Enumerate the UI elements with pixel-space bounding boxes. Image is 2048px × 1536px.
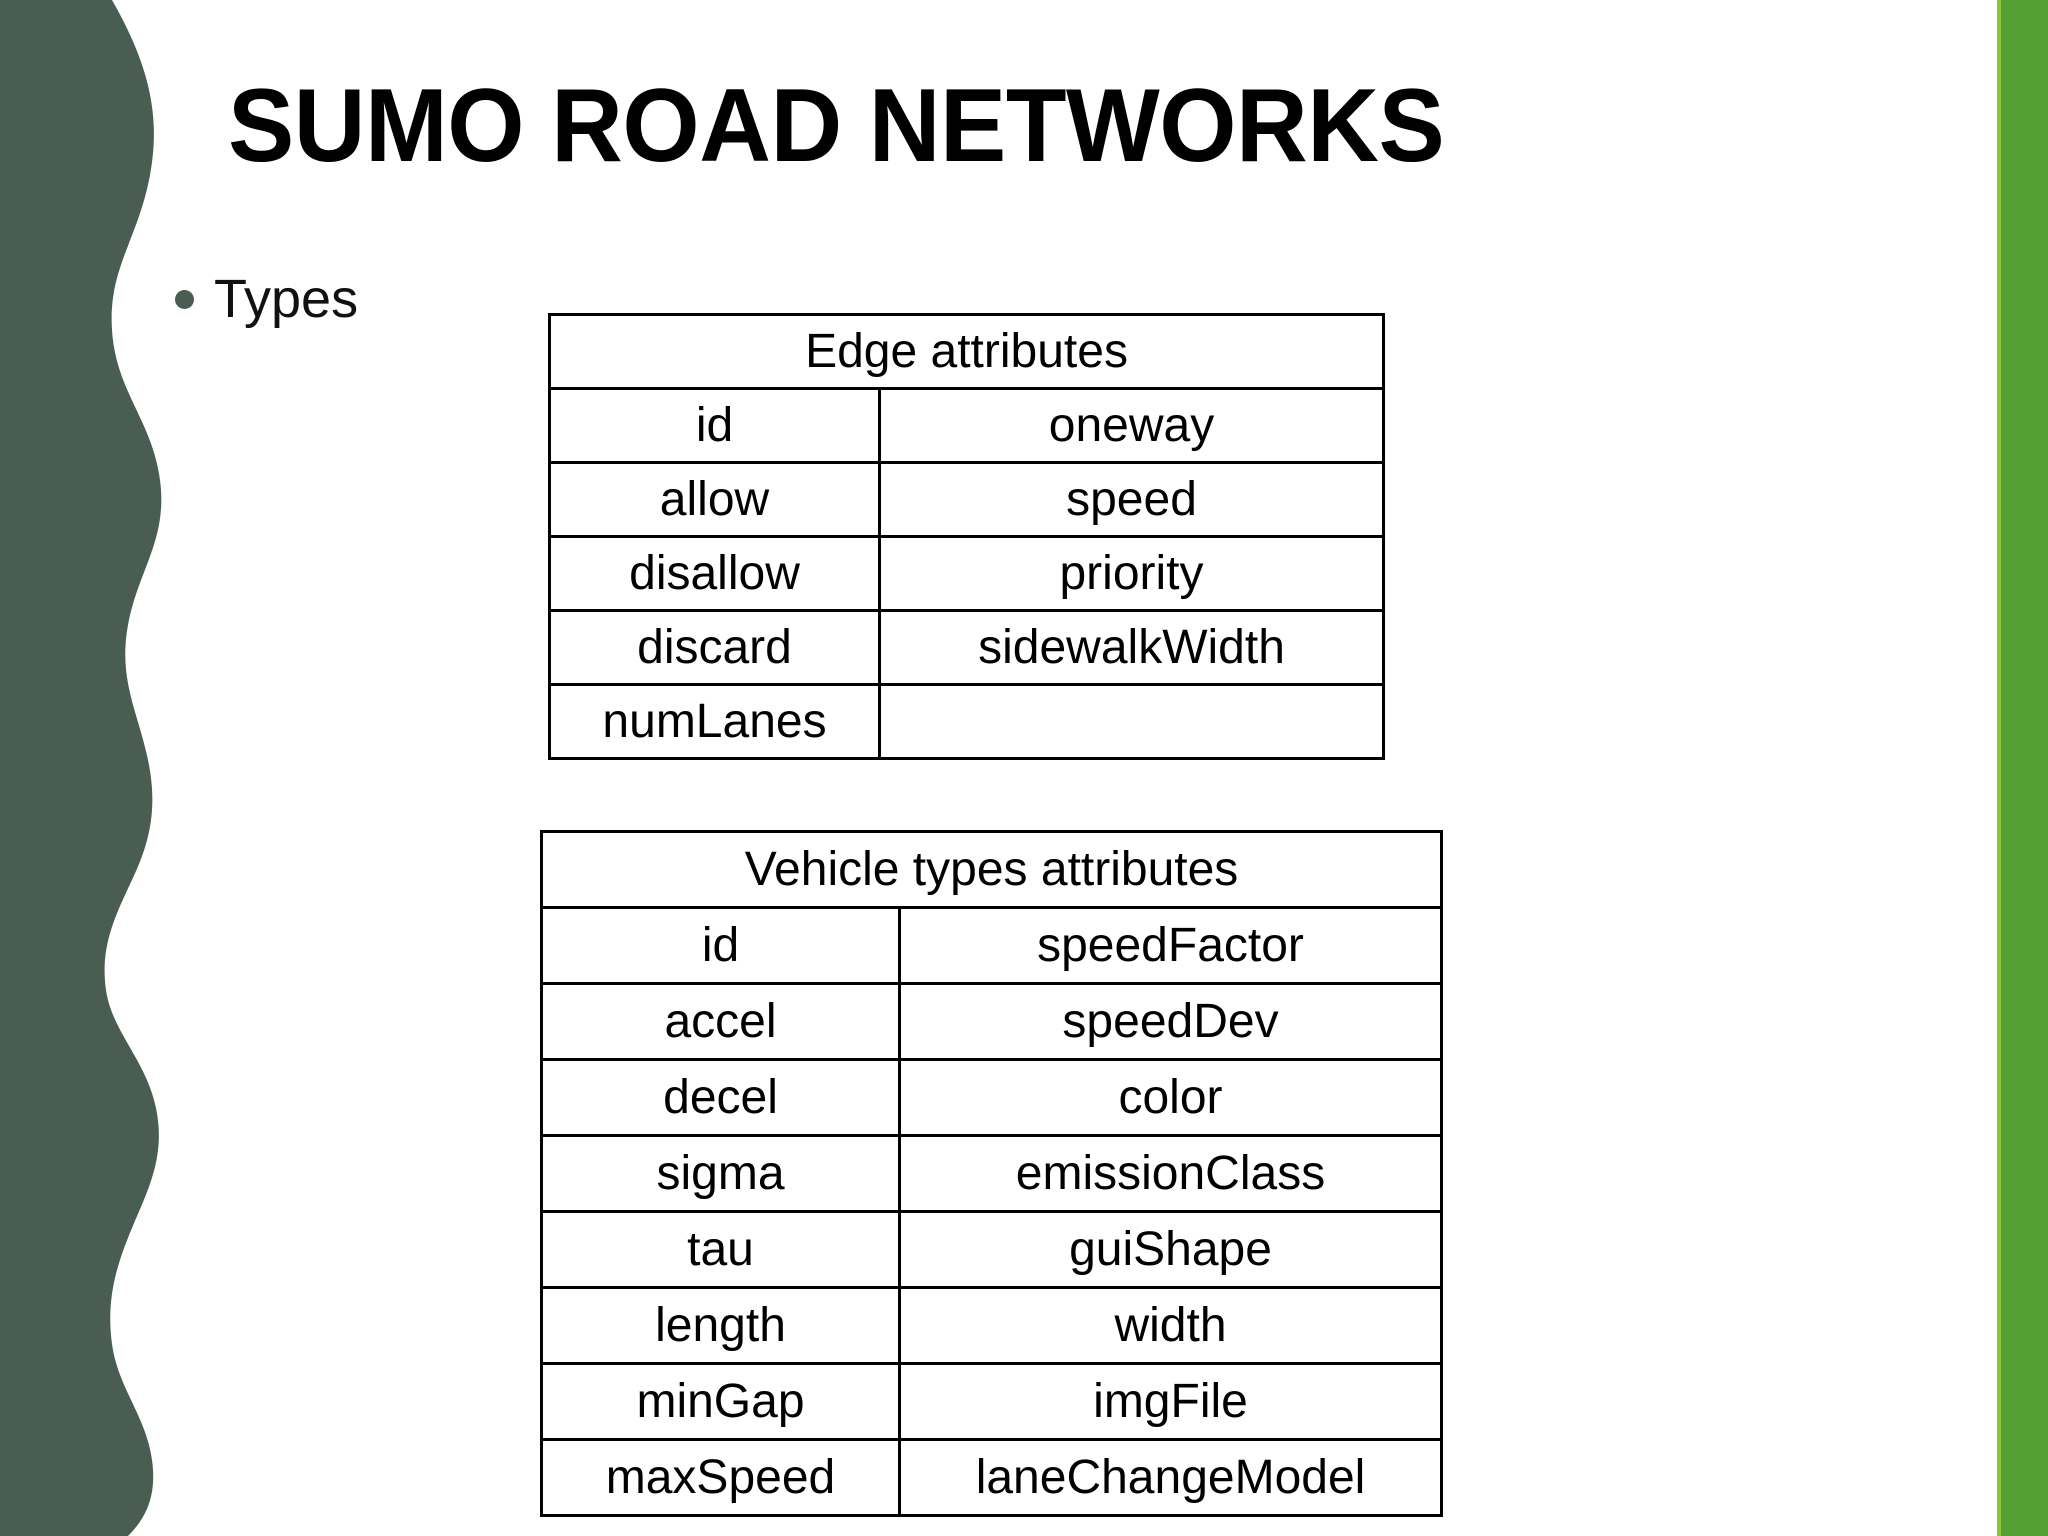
vehicle-types-attributes-table-header: Vehicle types attributes <box>540 830 1443 909</box>
table-cell: allow <box>548 461 881 538</box>
edge-attributes-table-header: Edge attributes <box>548 313 1385 390</box>
table-row: allow speed <box>548 461 1385 538</box>
table-cell: maxSpeed <box>540 1438 901 1517</box>
table-cell: speed <box>878 461 1385 538</box>
table-row: tau guiShape <box>540 1210 1443 1289</box>
table-row: sigma emissionClass <box>540 1134 1443 1213</box>
table-cell: tau <box>540 1210 901 1289</box>
table-cell: id <box>548 387 881 464</box>
green-bar-shape-icon <box>1997 0 2048 1536</box>
table-cell: sidewalkWidth <box>878 609 1385 686</box>
table-cell: id <box>540 906 901 985</box>
table-cell-empty <box>878 683 1385 760</box>
table-row: accel speedDev <box>540 982 1443 1061</box>
table-cell: oneway <box>878 387 1385 464</box>
edge-attributes-table: Edge attributes id oneway allow speed di… <box>548 313 1385 760</box>
table-cell: laneChangeModel <box>898 1438 1443 1517</box>
table-cell: minGap <box>540 1362 901 1441</box>
edge-attributes-table-body: id oneway allow speed disallow priority … <box>548 387 1385 760</box>
table-header-row: Vehicle types attributes <box>540 830 1443 909</box>
table-cell: disallow <box>548 535 881 612</box>
right-green-bar <box>1997 0 2048 1536</box>
vehicle-types-attributes-table: Vehicle types attributes id speedFactor … <box>540 830 1443 1517</box>
table-cell: numLanes <box>548 683 881 760</box>
bullet-list-item: Types <box>175 272 358 326</box>
table-cell: color <box>898 1058 1443 1137</box>
table-cell: discard <box>548 609 881 686</box>
bullet-item-label: Types <box>214 269 359 329</box>
table-cell: sigma <box>540 1134 901 1213</box>
table-row: id speedFactor <box>540 906 1443 985</box>
vehicle-types-attributes-table-body: id speedFactor accel speedDev decel colo… <box>540 906 1443 1517</box>
table-cell: speedDev <box>898 982 1443 1061</box>
table-cell: emissionClass <box>898 1134 1443 1213</box>
left-wave-decoration <box>0 0 230 1536</box>
page-title: SUMO ROAD NETWORKS <box>228 68 1445 184</box>
bullet-dot-icon <box>175 289 194 309</box>
table-row: id oneway <box>548 387 1385 464</box>
table-cell: length <box>540 1286 901 1365</box>
table-cell: guiShape <box>898 1210 1443 1289</box>
table-cell: speedFactor <box>898 906 1443 985</box>
table-cell: decel <box>540 1058 901 1137</box>
table-row: discard sidewalkWidth <box>548 609 1385 686</box>
table-row: decel color <box>540 1058 1443 1137</box>
table-cell: imgFile <box>898 1362 1443 1441</box>
table-row: disallow priority <box>548 535 1385 612</box>
table-row: length width <box>540 1286 1443 1365</box>
table-row: minGap imgFile <box>540 1362 1443 1441</box>
wave-shape-icon <box>0 0 162 1536</box>
table-cell: accel <box>540 982 901 1061</box>
table-row: maxSpeed laneChangeModel <box>540 1438 1443 1517</box>
table-header-row: Edge attributes <box>548 313 1385 390</box>
table-cell: width <box>898 1286 1443 1365</box>
table-row: numLanes <box>548 683 1385 760</box>
table-cell: priority <box>878 535 1385 612</box>
